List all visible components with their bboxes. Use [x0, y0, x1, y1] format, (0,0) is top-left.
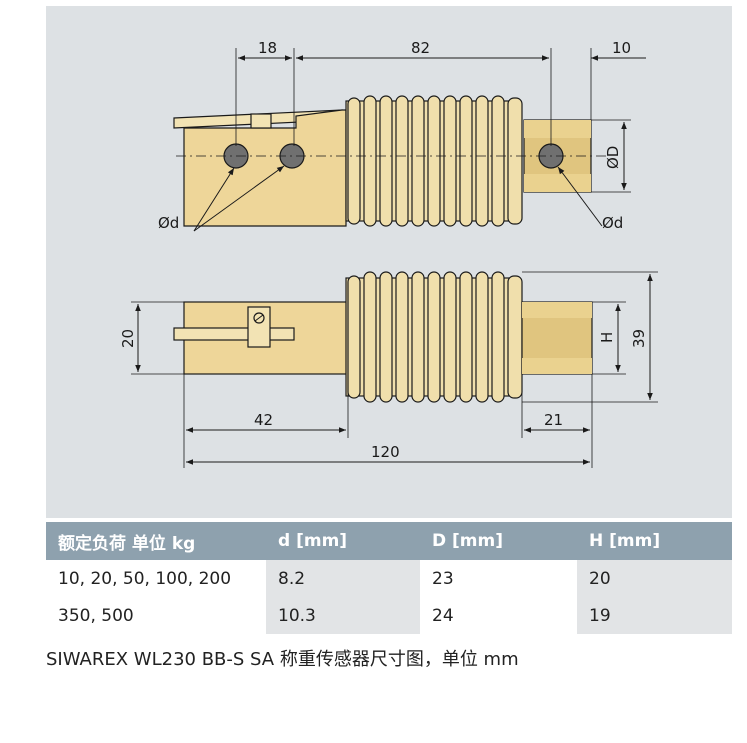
- figure-caption: SIWAREX WL230 BB-S SA 称重传感器尺寸图，单位 mm: [46, 649, 519, 670]
- dim-label-d-right: Ød: [602, 214, 623, 232]
- side-tongue: [173, 327, 295, 341]
- dim-label-120: 120: [371, 443, 400, 461]
- top-view: [173, 48, 646, 232]
- side-view: [131, 271, 658, 468]
- cell-h: 19: [577, 597, 732, 634]
- dim-label-42: 42: [254, 411, 273, 429]
- top-bellows: [345, 95, 523, 227]
- cell-d: 10.3: [266, 597, 420, 634]
- cell-h: 20: [577, 560, 732, 597]
- dim-label-10: 10: [612, 39, 631, 57]
- drawing-background: [46, 6, 732, 518]
- dim-label-h: H: [598, 332, 616, 343]
- cell-od: 23: [432, 568, 454, 589]
- cell-od: 24: [432, 605, 454, 626]
- table-row: 350, 500 10.3 24 19: [46, 597, 732, 634]
- header-rated-load: 额定负荷 单位 kg: [46, 522, 266, 560]
- dim-label-d-left: Ød: [158, 214, 179, 232]
- cell-load: 350, 500: [58, 605, 134, 626]
- cell-load: 10, 20, 50, 100, 200: [58, 568, 232, 589]
- table-row: 10, 20, 50, 100, 200 8.2 23 20: [46, 560, 732, 597]
- dimension-drawing: 18 82 10 ØD Ød Ød: [46, 6, 732, 518]
- top-plate-clip: [250, 113, 272, 129]
- dim-label-39: 39: [630, 329, 648, 348]
- dim-label-od: ØD: [604, 146, 622, 169]
- side-bellows: [345, 271, 523, 403]
- header-d: d [mm]: [266, 522, 420, 560]
- dim-label-18: 18: [258, 39, 277, 57]
- dim-label-82: 82: [411, 39, 430, 57]
- table-header-row: 额定负荷 单位 kg d [mm] D [mm] H [mm]: [46, 522, 732, 560]
- header-od: D [mm]: [420, 522, 577, 560]
- header-h: H [mm]: [577, 522, 732, 560]
- spec-table: 额定负荷 单位 kg d [mm] D [mm] H [mm] 10, 20, …: [46, 522, 732, 634]
- cell-d: 8.2: [266, 560, 420, 597]
- dim-label-21: 21: [544, 411, 563, 429]
- dim-label-20: 20: [119, 329, 137, 348]
